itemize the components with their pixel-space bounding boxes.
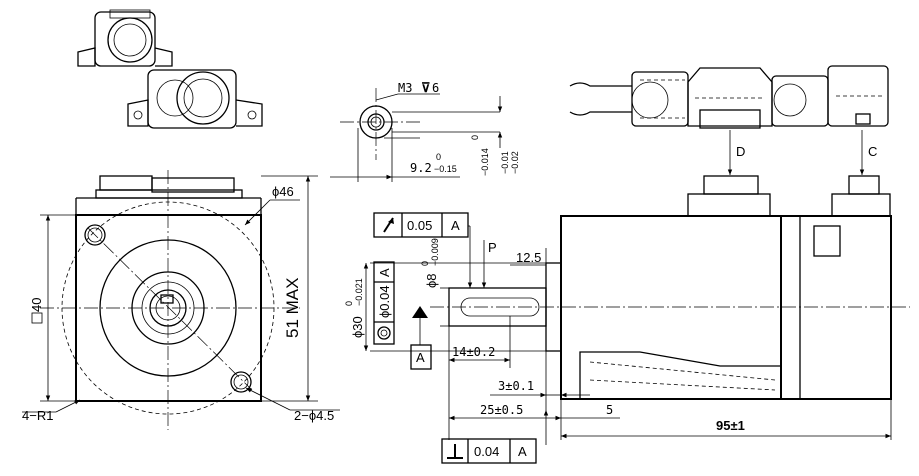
dim-pilot-dia-up: 0 (344, 301, 354, 306)
fcf-runout-value: 0.05 (407, 218, 432, 233)
front-view (22, 170, 340, 430)
dim-5: 5 (606, 403, 613, 417)
dim-shaft-dia-low: −0.009 (430, 238, 440, 266)
detail-dim-9-2: 9.2 (410, 161, 432, 175)
front-square-40: 40 (29, 298, 44, 312)
fcf-concentric-value: ϕ0.04 (377, 285, 392, 318)
dim-shaft-dia-up: 0 (420, 261, 430, 266)
connector-sketch-upper (77, 9, 173, 67)
fcf-perp-datum: A (518, 444, 527, 459)
datum-box-a-label: A (416, 350, 425, 365)
shaft-detail-view (330, 88, 503, 182)
fcf-concentric (373, 261, 395, 345)
dim-14: 14±0.2 (452, 345, 495, 359)
label-d: D (736, 144, 745, 159)
dim-pilot-dia-low: −0.021 (354, 278, 364, 306)
dim-3: 3±0.1 (498, 379, 534, 393)
fcf-runout-datum: A (451, 218, 460, 233)
detail-dim-002-up: −0.01 (500, 151, 510, 174)
detail-dim-014-low: −0.014 (480, 148, 490, 176)
detail-dim-9-2-low: −0.15 (434, 164, 457, 174)
detail-dim-002-low: −0.02 (510, 151, 520, 174)
front-max-51: 51 MAX (283, 278, 302, 338)
fcf-perp-value: 0.04 (474, 444, 499, 459)
connector-sketch-lower (127, 69, 263, 129)
detail-dim-014-up: 0 (470, 135, 480, 140)
detail-thread: M3 (398, 81, 412, 95)
dim-pilot-dia: ϕ30 (350, 316, 365, 338)
detail-thread-depth: 6 (432, 81, 439, 95)
front-dia-46: ϕ46 (272, 184, 294, 199)
label-c: C (868, 144, 877, 159)
detail-dim-9-2-up: 0 (436, 152, 441, 162)
fcf-perpendicular (441, 438, 537, 464)
front-r1: 4−R1 (22, 408, 53, 423)
dim-95: 95±1 (716, 418, 745, 433)
dim-12-5: 12.5 (516, 250, 541, 265)
dim-shaft-dia: ϕ8 (424, 273, 439, 288)
detail-depth-symbol: ⊽ (421, 80, 431, 95)
dim-p: P (488, 240, 497, 255)
fcf-concentric-datum: A (377, 268, 392, 277)
cable-connector-view (569, 65, 889, 175)
side-view (363, 175, 910, 445)
dim-25: 25±0.5 (480, 403, 523, 417)
datum-box-a (410, 344, 432, 370)
fcf-runout (373, 212, 469, 238)
front-hole: 2−ϕ4.5 (294, 408, 334, 423)
